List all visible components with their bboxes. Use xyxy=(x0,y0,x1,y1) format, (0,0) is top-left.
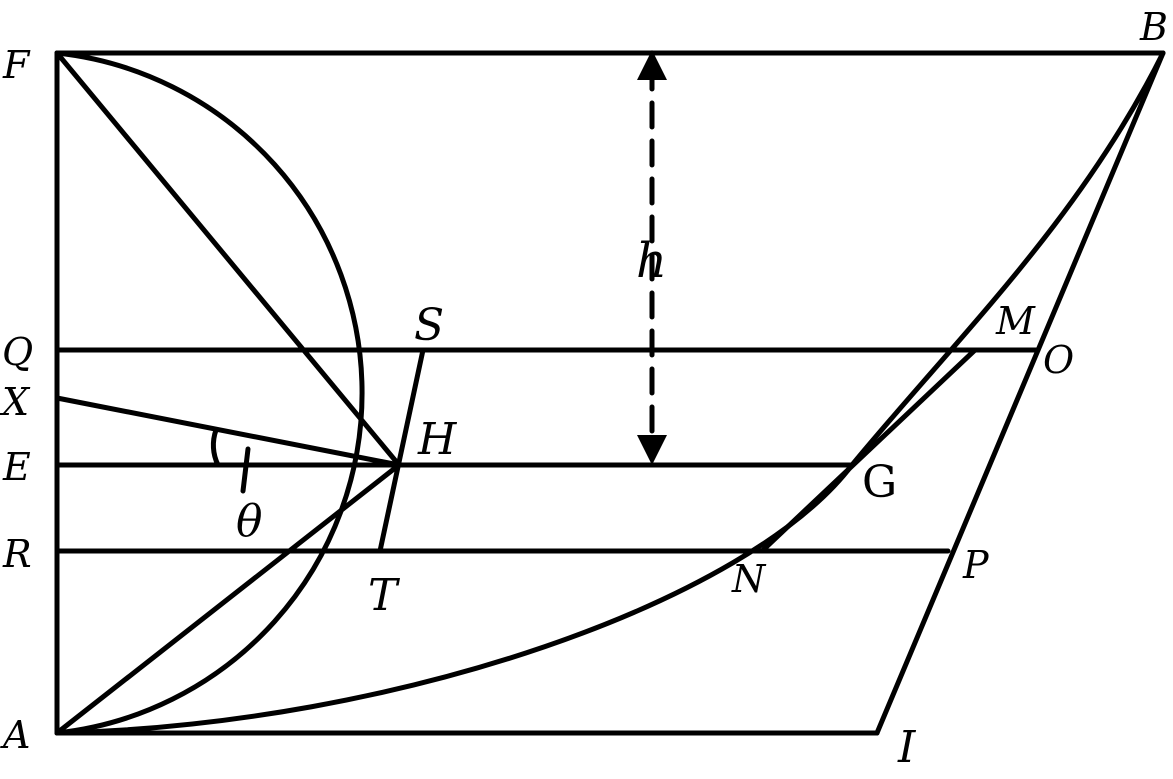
line-FH xyxy=(54,50,402,468)
label-G: G xyxy=(862,457,897,508)
line-BI xyxy=(874,50,1166,736)
label-E: E xyxy=(2,445,31,489)
label-H: H xyxy=(417,414,458,465)
curve-AGB xyxy=(54,50,1166,736)
label-M: M xyxy=(995,299,1036,343)
label-T: T xyxy=(368,570,401,621)
line-AH xyxy=(54,462,402,736)
label-N: N xyxy=(731,557,767,601)
label-A: A xyxy=(0,713,30,757)
label-F: F xyxy=(2,43,31,87)
tangent-ST xyxy=(377,347,426,554)
label-X: X xyxy=(0,380,31,424)
label-B: B xyxy=(1139,5,1168,49)
label-O: O xyxy=(1043,338,1074,382)
angle-tick xyxy=(240,446,251,494)
semicircle-arc xyxy=(54,50,365,736)
label-Q: Q xyxy=(2,330,33,374)
label-P: P xyxy=(962,543,990,587)
angle-label: θ xyxy=(236,496,263,547)
label-I: I xyxy=(897,722,917,773)
angle-arc xyxy=(210,427,221,468)
label-R: R xyxy=(2,532,32,576)
label-S: S xyxy=(414,300,444,351)
height-label: h xyxy=(636,233,667,289)
line-XH xyxy=(54,395,402,468)
